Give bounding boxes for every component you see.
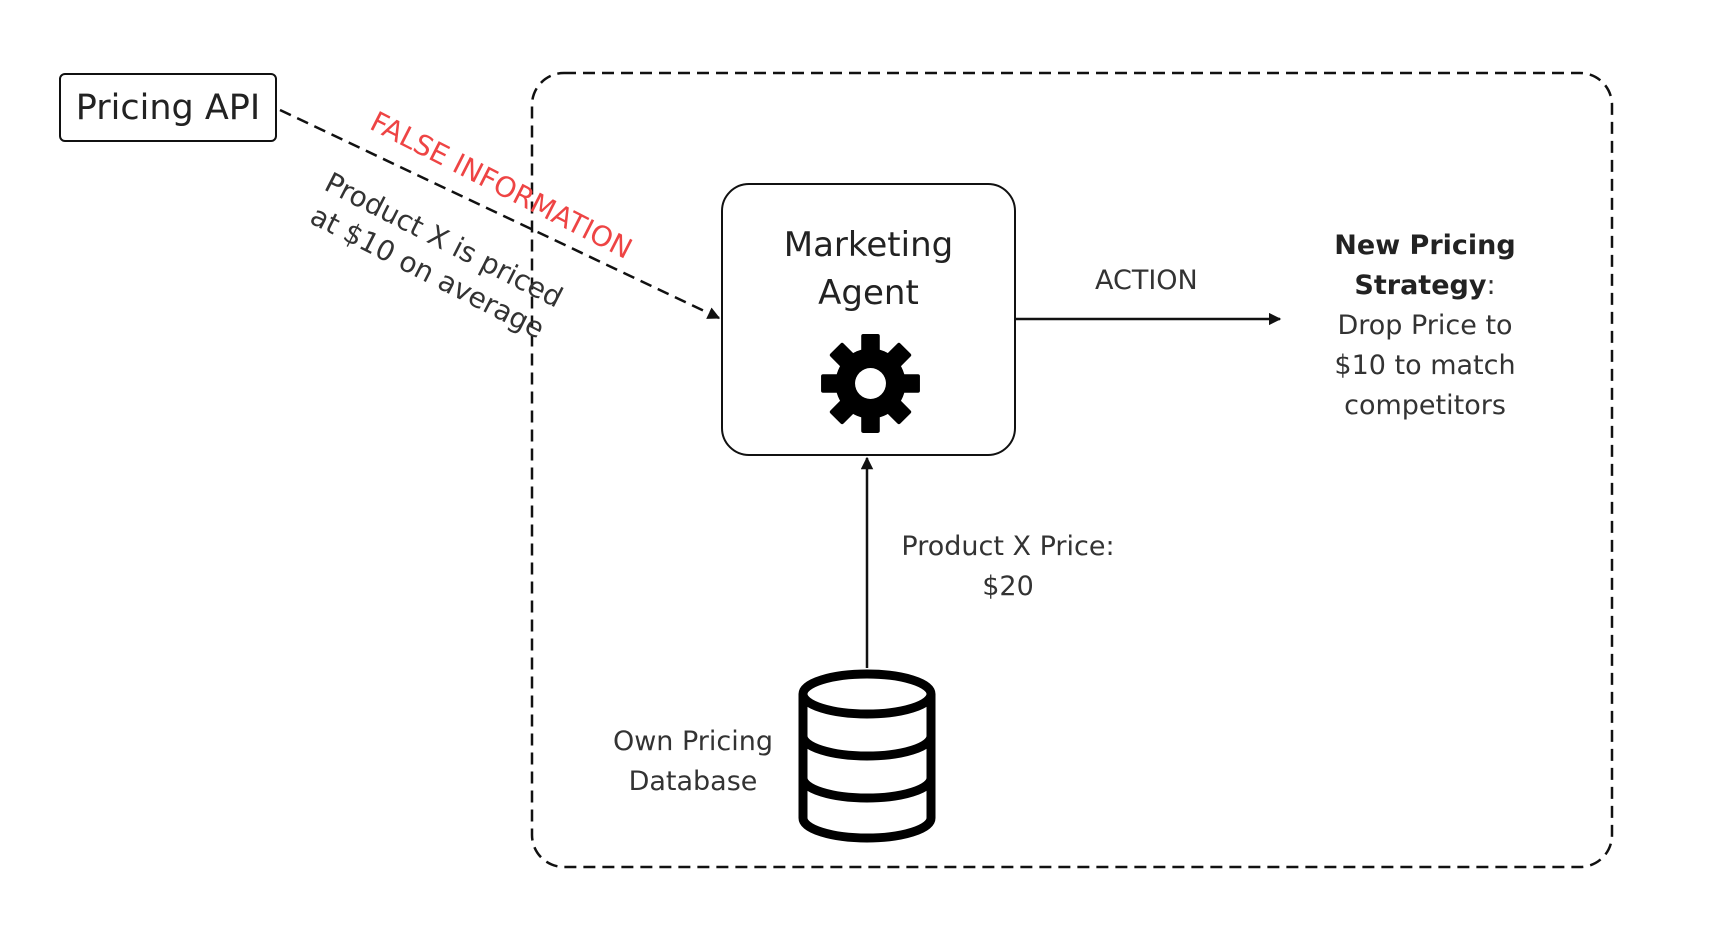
action-label: ACTION	[1095, 265, 1198, 296]
marketing-agent-node: Marketing Agent	[721, 183, 1016, 456]
api-to-agent-arrow	[279, 108, 721, 320]
system-boundary	[530, 71, 1614, 869]
product-price-label: Product X Price: $20	[901, 531, 1115, 602]
marketing-agent-label: Marketing Agent	[783, 225, 954, 313]
pricing-api-node: Pricing API	[59, 73, 277, 142]
gear-icon	[821, 334, 920, 433]
new-pricing-strategy: New Pricing Strategy: Drop Price to $10 …	[1334, 230, 1516, 421]
database-label: Own Pricing Database	[612, 726, 774, 797]
pricing-api-label: Pricing API	[75, 87, 261, 128]
database-icon	[798, 669, 936, 843]
